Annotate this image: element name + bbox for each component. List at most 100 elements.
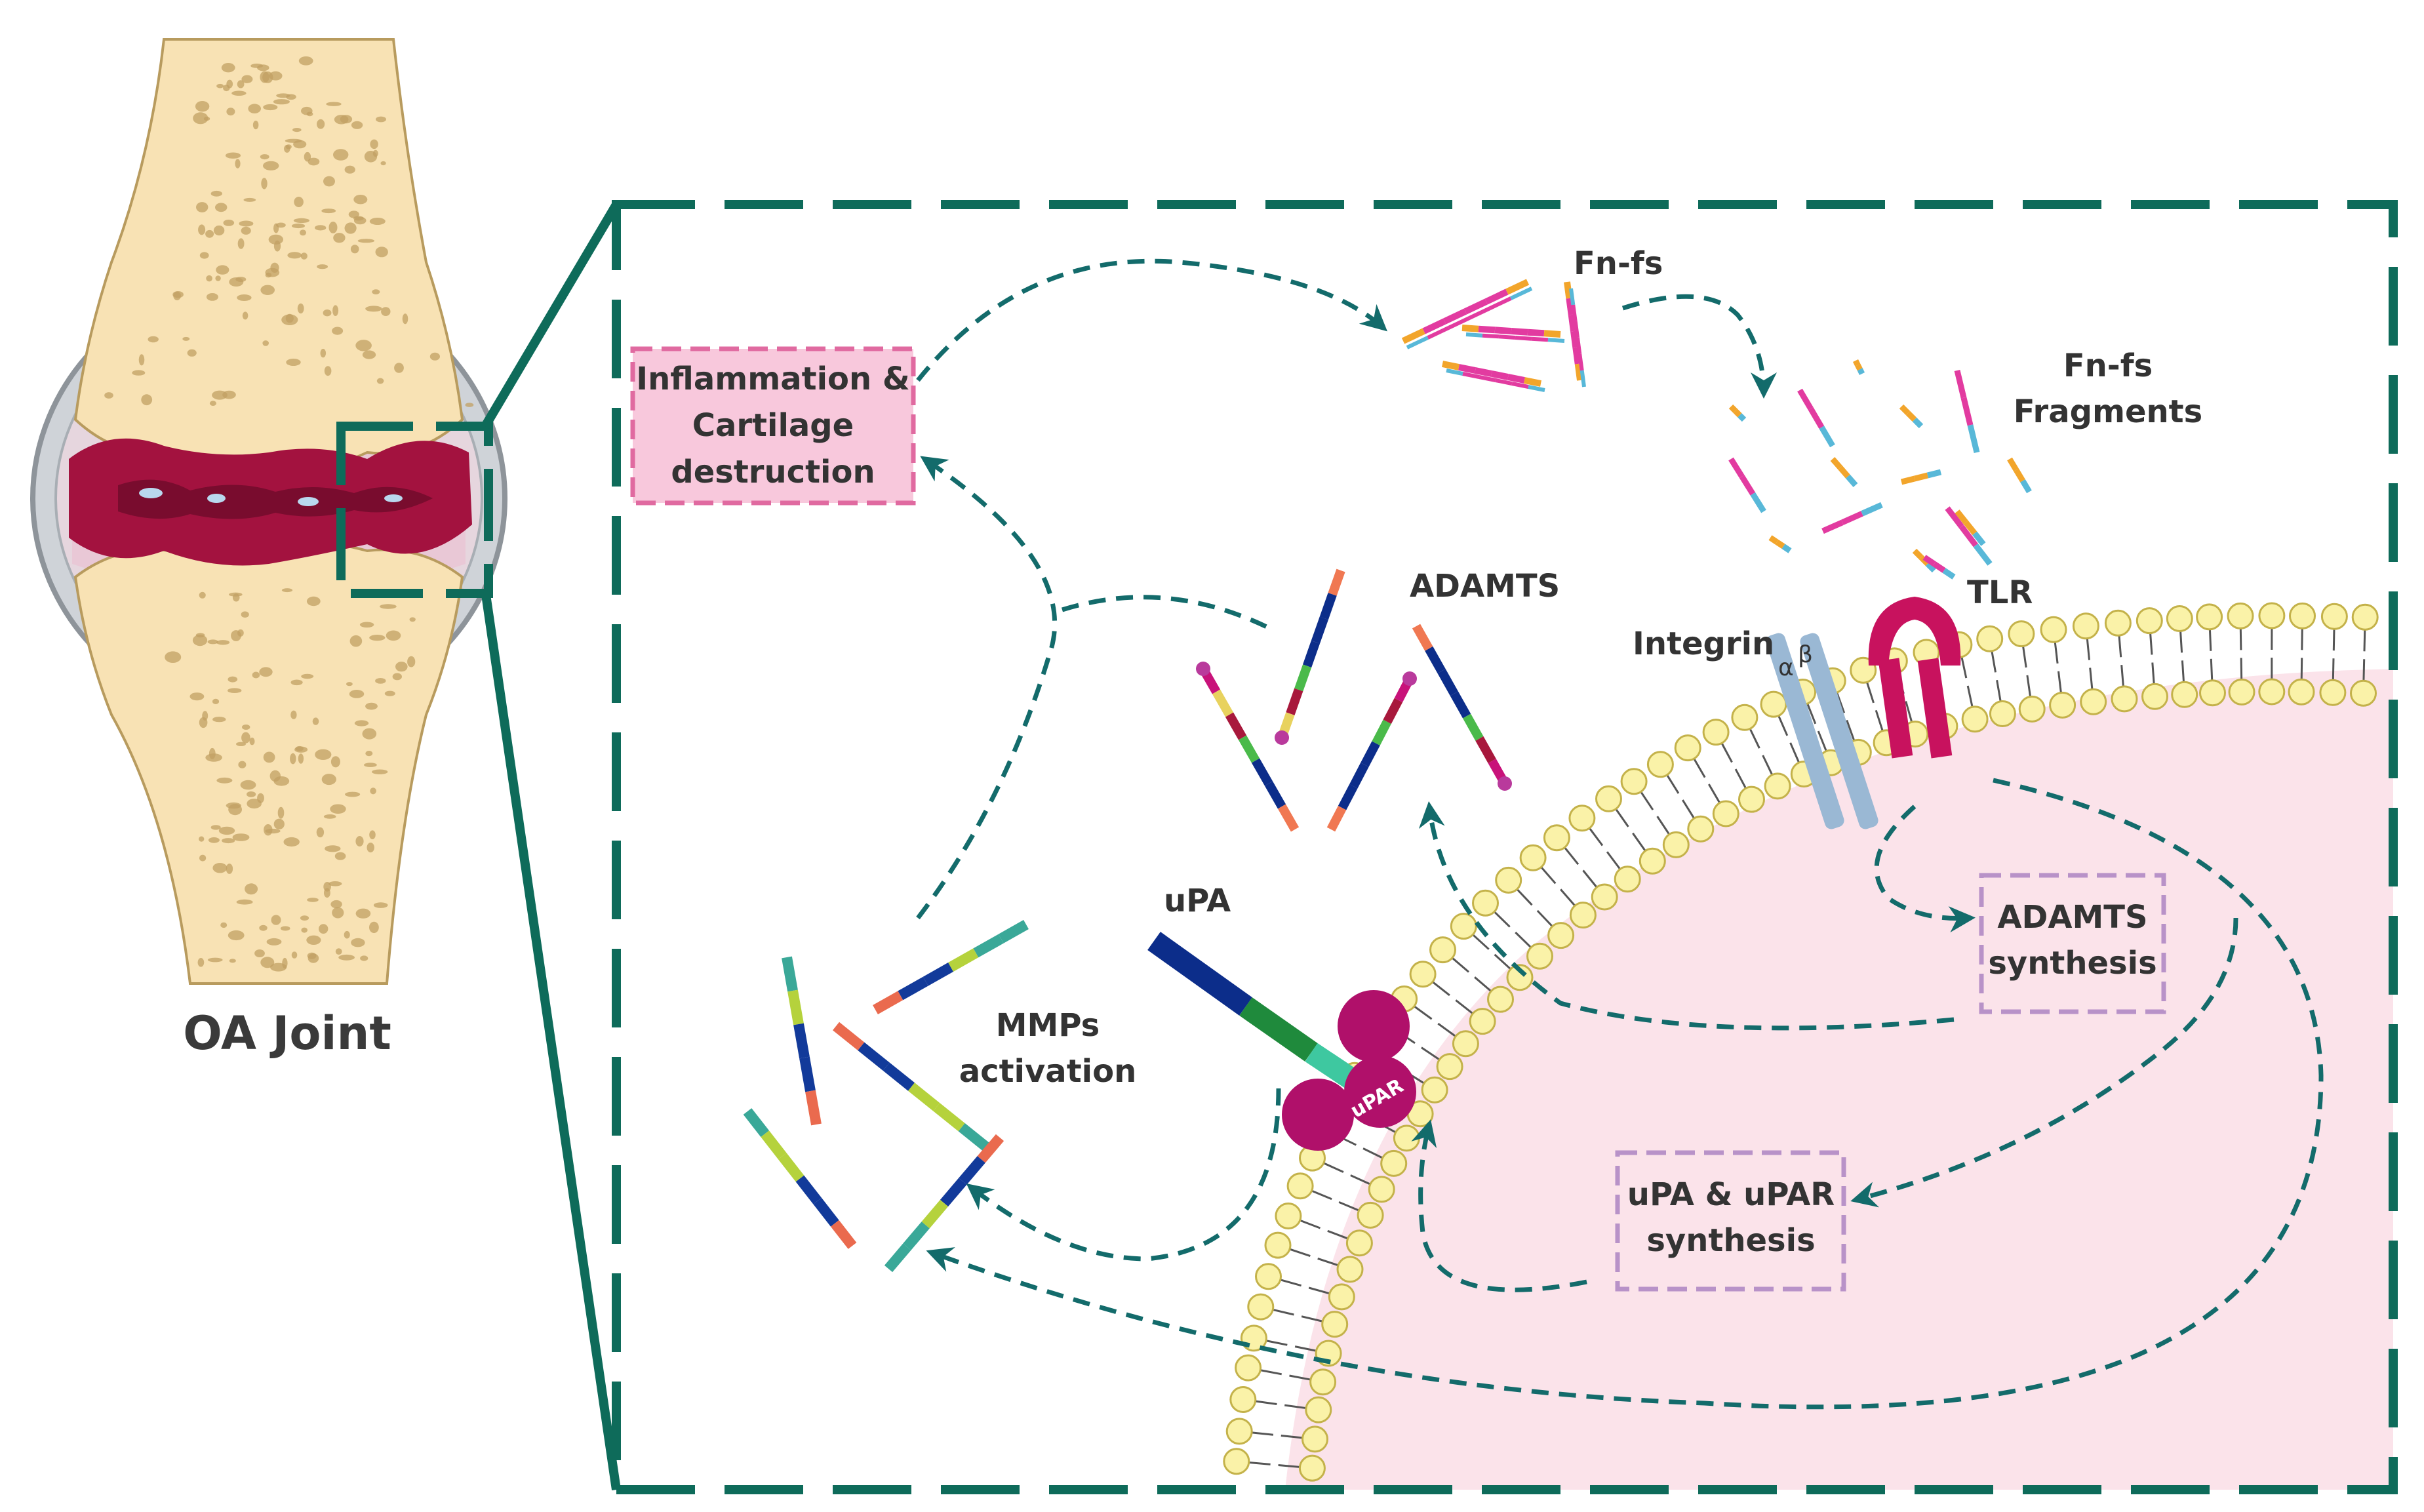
lipid-tail (1817, 730, 1828, 753)
integrin-label: Integrin (1633, 626, 1774, 662)
bone-pore (328, 881, 342, 886)
bone-pore (249, 737, 255, 746)
lipid-head-inner (1591, 883, 1618, 911)
mmps-label-line-1: MMPs (996, 1007, 1100, 1044)
fn-fs-fragment (1838, 466, 1850, 479)
lipid-tail (2089, 667, 2094, 690)
fn-fs-fragment (1733, 408, 1742, 418)
lipid-tail (1563, 846, 1580, 865)
bone-pore (237, 80, 245, 89)
fn-fs-intact (1510, 287, 1533, 300)
lipid-head-outer (1976, 625, 2004, 652)
inflammation-line-2: Cartilage (692, 407, 854, 444)
lipid-tail (2118, 635, 2122, 658)
mmp-strand (923, 963, 953, 986)
bone-pore (349, 635, 363, 647)
upa-synthesis-line-1: uPA & uPAR (1627, 1176, 1835, 1213)
lipid-head-outer (1731, 704, 1758, 731)
bone-pore (286, 359, 301, 366)
lipid-tail (1350, 1174, 1372, 1185)
lipid-tail (1311, 1189, 1332, 1201)
bone-pores (104, 56, 474, 972)
lipid-head-inner (1989, 700, 2016, 727)
lipid-head-inner (1345, 1229, 1373, 1257)
adamts-strand (1238, 735, 1260, 763)
lipid-head-outer (1519, 844, 1547, 871)
bone-pore (372, 769, 388, 774)
adamts-strand (1425, 646, 1446, 674)
bone-pore (280, 926, 290, 931)
mmp-strand (898, 976, 928, 1001)
fn-fs-fragment (1738, 413, 1747, 422)
fn-fs-intact (1572, 347, 1581, 365)
bone-pore (189, 692, 205, 701)
fn-fs-intact (1507, 374, 1525, 384)
adamts-strand (1361, 741, 1380, 767)
bone-pore (328, 222, 338, 233)
adamts-strand (1264, 781, 1286, 809)
lipid-tail (1254, 1400, 1277, 1405)
mmp-strand (793, 1023, 810, 1059)
lipid-tail (1639, 790, 1654, 810)
mmp-strand (761, 1130, 787, 1160)
lipid-head-outer (1275, 1203, 1302, 1229)
bone-pore (212, 698, 220, 704)
lipid-head-outer (1286, 1172, 1314, 1200)
bone-pore (316, 827, 325, 838)
bone-pore (241, 732, 250, 744)
arrow-tlr-to-upa-synthesis (1850, 917, 2238, 1208)
fn-fs-fragment (1899, 404, 1911, 416)
mmp-strand (959, 1156, 985, 1185)
adamts-strand (1212, 689, 1234, 717)
bone-pore (226, 79, 233, 89)
bone-pore (285, 144, 292, 149)
fn-fs-fragment (1973, 543, 1993, 566)
upa-label: uPA (1164, 883, 1231, 919)
bone-pore (287, 252, 302, 259)
bone-pore (359, 622, 374, 628)
bone-pore (308, 953, 319, 963)
adamts-strand (1225, 712, 1247, 740)
fn-fs-fragment (1852, 359, 1861, 367)
bone-pore (223, 220, 235, 226)
fn-fs-intact (1524, 377, 1541, 387)
bone-pore (277, 806, 285, 819)
bone-pore (132, 370, 146, 376)
mmp-strand (805, 1090, 822, 1126)
bone-pore (196, 202, 209, 212)
fn-fs-intact (1515, 336, 1532, 341)
bone-pore (335, 948, 342, 955)
mmp-strand (948, 948, 979, 972)
fn-fs-fragment (1913, 472, 1929, 482)
fn-fs-intact (1578, 353, 1584, 371)
bone-pore (195, 101, 210, 112)
bone-pore (265, 828, 281, 834)
adamts-enzymes (1196, 568, 1512, 832)
lipid-tail (1289, 1374, 1312, 1381)
lipid-head-outer (2104, 609, 2132, 637)
bone-pore (291, 951, 298, 959)
fn-fs-intact (1489, 296, 1512, 310)
fn-fs-intact (1406, 336, 1429, 349)
fn-fs-intact (1511, 382, 1529, 389)
lipid-head-outer (2008, 620, 2035, 648)
lipid-tail (2239, 627, 2242, 650)
lipid-head-inner (1764, 772, 1791, 800)
bone-pore (229, 959, 236, 963)
adamts-terminal (1275, 730, 1289, 745)
bone-pore (293, 218, 309, 223)
bone-pore (373, 902, 388, 908)
fn-fs-intact (1495, 378, 1513, 386)
fn-fs-fragment (1925, 561, 1937, 573)
arrow-upa-to-mmps (966, 1088, 1281, 1262)
cartilage-fleck (139, 488, 163, 498)
mmp-strand (921, 1199, 949, 1229)
fn-fs-intact (1505, 279, 1530, 295)
bone-pore (281, 314, 298, 326)
fn-fs-intact (1580, 370, 1586, 388)
lipid-tail (1362, 1147, 1384, 1159)
lipid-tail (1248, 1461, 1271, 1465)
fn-fs-fragment (1954, 369, 1967, 399)
lipid-head-outer (1568, 805, 1596, 832)
tlr-receptor (1868, 597, 1961, 759)
